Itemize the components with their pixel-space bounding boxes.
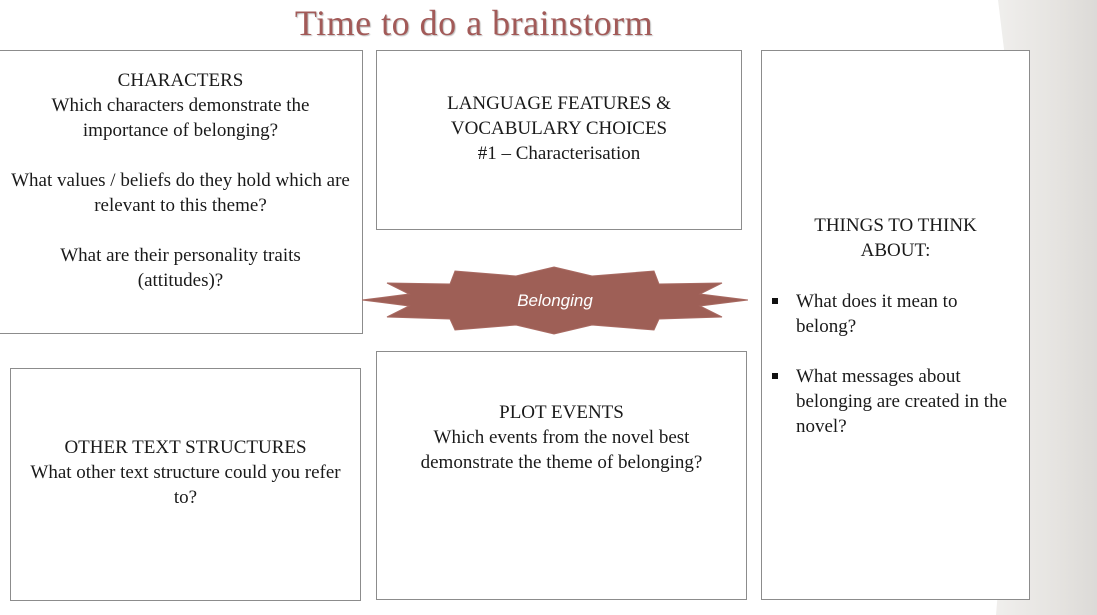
- star-polygon: [362, 266, 748, 335]
- think-heading: THINGS TO THINK ABOUT:: [814, 215, 977, 261]
- characters-box: CHARACTERS Which characters demonstrate …: [0, 50, 363, 334]
- other-question: What other text structure could you refe…: [30, 462, 341, 508]
- characters-question-3: What are their personality traits (attit…: [60, 245, 301, 291]
- characters-question-2: What values / beliefs do they hold which…: [11, 170, 350, 216]
- think-item-2: What messages about belonging are create…: [796, 366, 1008, 437]
- think-item-1: What does it mean to belong?: [796, 291, 958, 337]
- plot-events-box: PLOT EVENTS Which events from the novel …: [376, 351, 747, 600]
- other-heading: OTHER TEXT STRUCTURES: [64, 437, 307, 458]
- language-features-box: LANGUAGE FEATURES & VOCABULARY CHOICES #…: [376, 50, 742, 230]
- plot-heading: PLOT EVENTS: [499, 402, 624, 423]
- bullet-square-icon: [772, 373, 778, 379]
- other-text-structures-box: OTHER TEXT STRUCTURES What other text st…: [10, 368, 361, 601]
- language-heading-line-1: LANGUAGE FEATURES &: [447, 93, 671, 114]
- language-subheading: #1 – Characterisation: [477, 143, 641, 164]
- list-item: What does it mean to belong?: [772, 289, 1009, 339]
- characters-question-1: Which characters demonstrate the importa…: [51, 95, 310, 141]
- list-item: What messages about belonging are create…: [772, 364, 1009, 439]
- page-title: Time to do a brainstorm: [294, 3, 654, 43]
- characters-heading: CHARACTERS: [117, 70, 244, 91]
- belonging-label: Belonging: [517, 291, 593, 310]
- bullet-square-icon: [772, 298, 778, 304]
- belonging-star-shape: [362, 266, 748, 335]
- think-list: What does it mean to belong? What messag…: [762, 289, 1029, 439]
- things-to-think-about-box: THINGS TO THINK ABOUT: What does it mean…: [761, 50, 1030, 600]
- plot-question: Which events from the novel best demonst…: [420, 427, 703, 473]
- language-heading-line-2: VOCABULARY CHOICES: [450, 118, 668, 139]
